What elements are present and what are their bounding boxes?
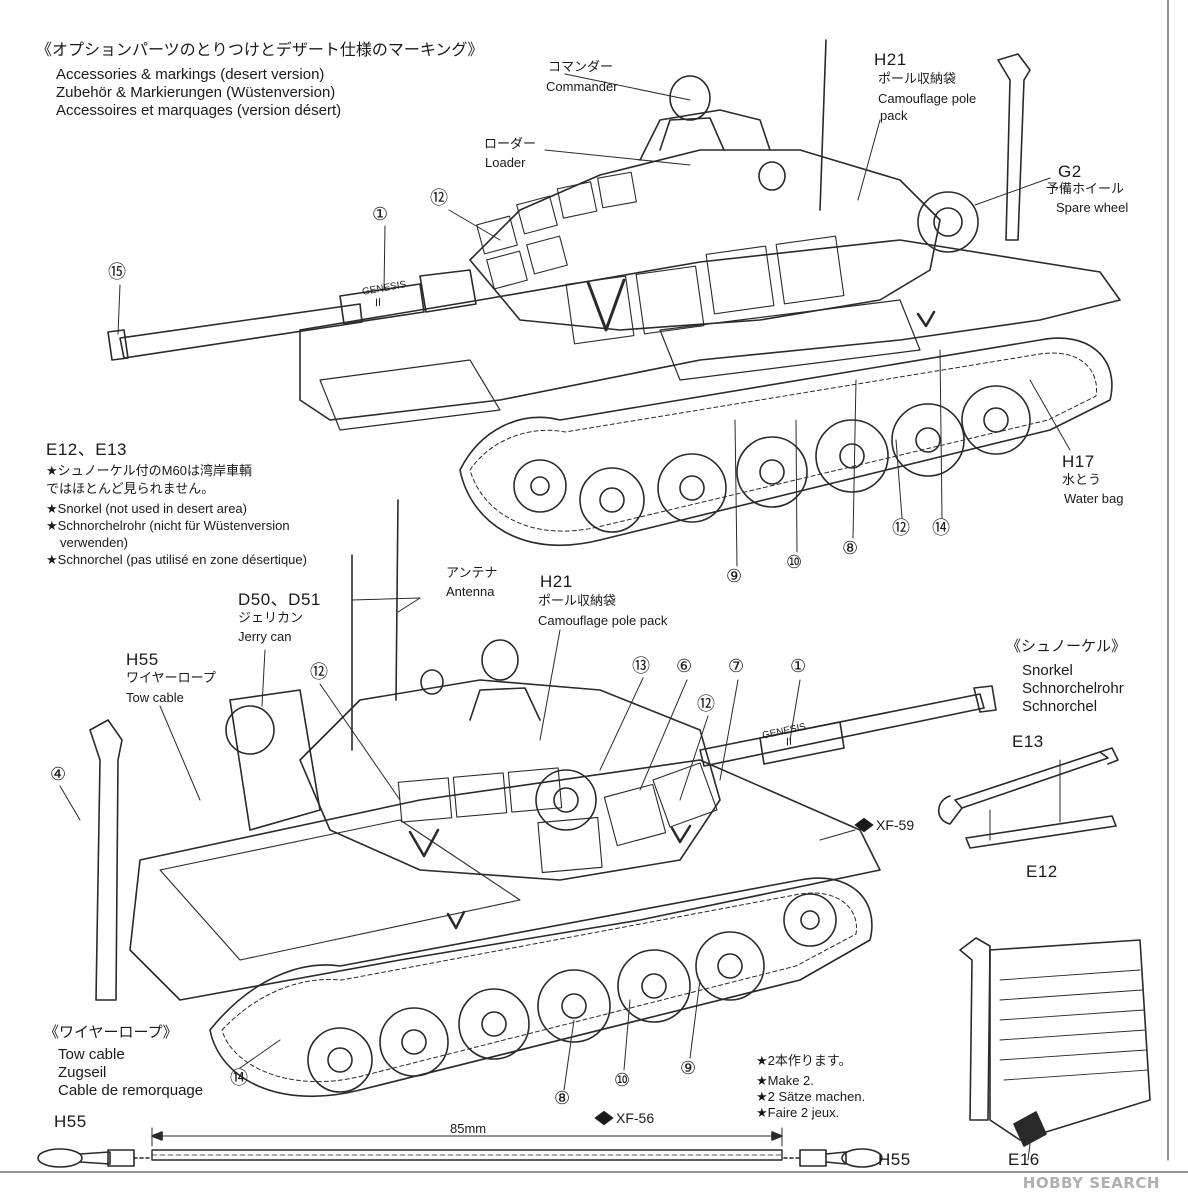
h55-right-label: H55 (878, 1150, 911, 1169)
snorkel-note-parts: E12、E13 (46, 440, 127, 459)
h55-left-label: H55 (54, 1112, 87, 1131)
h55-label-jp: ワイヤーロープ (126, 670, 216, 685)
section-title-fr: Accessoires et marquages (version désert… (56, 102, 342, 119)
marker-6-lower: ⑥ (676, 656, 693, 676)
g2-label-en: Spare wheel (1056, 200, 1129, 215)
loader-label-en: Loader (485, 155, 526, 170)
snorkel-note-en: ★Snorkel (not used in desert area) (46, 501, 247, 516)
h21-part-upper: H21 (874, 50, 907, 69)
e16-label: E16 (1008, 1150, 1040, 1169)
g2-label-jp: 予備ホイール (1046, 181, 1125, 196)
antenna-label-jp: アンテナ (446, 565, 498, 580)
d50-label-en: Jerry can (238, 629, 292, 644)
h17-label-jp: 水とう (1062, 472, 1102, 487)
h21-label-jp-upper: ポール収納袋 (878, 71, 957, 86)
marker-4-lower: ④ (50, 764, 67, 784)
h21-part-lower: H21 (540, 572, 573, 591)
h55-part-upper: H55 (126, 650, 159, 669)
h21-label-en-lower: Camouflage pole pack (538, 613, 668, 628)
paint-chip-icon (594, 1110, 614, 1126)
snorkel-note-jp2: ではほとんど見られません。 (46, 481, 215, 496)
marker-9-lower: ⑨ (680, 1058, 697, 1078)
paint-xf56-label: XF-56 (616, 1110, 655, 1126)
marker-8-upper: ⑧ (842, 538, 859, 558)
paint-chip-icon (854, 817, 874, 833)
marker-9-upper: ⑨ (726, 566, 743, 586)
d50-part: D50、D51 (238, 590, 321, 609)
section-title-en: Accessories & markings (desert version) (56, 66, 325, 83)
g2-part: G2 (1058, 162, 1082, 181)
commander-label-jp: コマンダー (548, 59, 614, 74)
marker-13-lower: ⑬ (632, 656, 650, 676)
snorkel-note-de1: ★Schnorchelrohr (nicht für Wüstenversion (46, 518, 290, 533)
commander-label-en: Commander (546, 79, 618, 94)
paint-xf56: XF-56 (594, 1110, 655, 1126)
make-two-en: ★Make 2. (756, 1073, 814, 1088)
e12-label: E12 (1026, 862, 1058, 881)
h21-label-en1-upper: Camouflage pole (878, 91, 977, 106)
tow-title-de: Zugseil (58, 1064, 107, 1081)
watermark: HOBBY SEARCH (1022, 1174, 1160, 1192)
marker-1-lower: ① (790, 656, 807, 676)
snorkel-detail-drawing (937, 747, 1151, 1161)
paint-xf59-label: XF-59 (876, 817, 915, 833)
marker-15-upper: ⑮ (108, 262, 126, 282)
marker-14-upper: ⑭ (932, 518, 950, 538)
marker-12a-upper: ⑫ (430, 188, 448, 208)
h21-label-jp-lower: ポール収納袋 (538, 593, 617, 608)
snorkel-note-fr: ★Schnorchel (pas utilisé en zone déserti… (46, 552, 307, 567)
marker-14-lower: ⑭ (230, 1068, 248, 1088)
make-two-fr: ★Faire 2 jeux. (756, 1105, 840, 1120)
snorkel-title-de: Schnorchelrohr (1022, 680, 1124, 697)
make-two-jp: ★2本作ります。 (756, 1053, 852, 1068)
h17-label-en: Water bag (1064, 491, 1124, 506)
marker-10-upper: ⑩ (786, 552, 803, 572)
marker-8-lower: ⑧ (554, 1088, 571, 1108)
snorkel-title-jp: 《シュノーケル》 (1006, 638, 1127, 655)
section-title-de: Zubehör & Markierungen (Wüstenversion) (56, 84, 336, 101)
section-title-jp: 《オプションパーツのとりつけとデザート仕様のマーキング》 (36, 42, 484, 59)
tow-title-jp: 《ワイヤーロープ》 (44, 1024, 178, 1041)
snorkel-title-en: Snorkel (1022, 662, 1073, 679)
paint-xf59: XF-59 (854, 817, 915, 833)
snorkel-title-fr: Schnorchel (1022, 698, 1098, 715)
upper-tank-drawing (107, 39, 1121, 567)
marker-7-lower: ⑦ (728, 656, 745, 676)
tow-title-fr: Cable de remorquage (58, 1082, 204, 1099)
h21-label-en2-upper: pack (880, 108, 908, 123)
marker-1-upper: ① (372, 204, 389, 224)
cable-length: 85mm (450, 1121, 487, 1136)
h55-label-en: Tow cable (126, 690, 184, 705)
tow-cable-drawing (37, 1127, 883, 1168)
e13-label: E13 (1012, 732, 1044, 751)
h17-part: H17 (1062, 452, 1095, 471)
marker-12b-upper: ⑫ (892, 518, 910, 538)
antenna-label-en: Antenna (446, 584, 495, 599)
marker-12b-lower: ⑫ (697, 694, 715, 714)
snorkel-note-de2: verwenden) (60, 535, 128, 550)
lower-tank-drawing (59, 499, 997, 1098)
snorkel-note-jp1: ★シュノーケル付のM60は湾岸車輌 (46, 463, 252, 478)
marker-12a-lower: ⑫ (310, 662, 328, 682)
loader-label-jp: ローダー (484, 136, 537, 151)
tow-title-en: Tow cable (58, 1046, 125, 1063)
make-two-de: ★2 Sätze machen. (756, 1089, 866, 1104)
d50-label-jp: ジェリカン (238, 610, 304, 625)
marker-10-lower: ⑩ (614, 1070, 631, 1090)
